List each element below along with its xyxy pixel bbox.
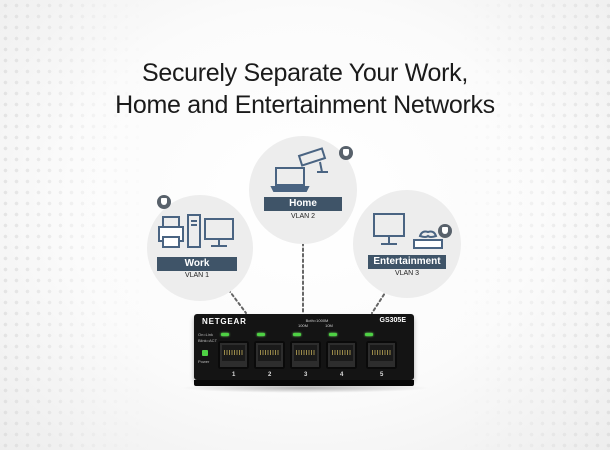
shield-icon	[438, 224, 452, 238]
work-vlan: VLAN 1	[184, 272, 210, 279]
port-number-5: 5	[380, 372, 384, 378]
entertainment-vlan: VLAN 3	[394, 270, 420, 277]
activity-legend: Blink=ACT	[198, 338, 218, 343]
ethernet-port-2	[254, 341, 285, 369]
ethernet-port-5	[366, 341, 397, 369]
port-1-led	[221, 333, 229, 336]
model-name: GS305E	[379, 317, 406, 324]
laptop-icon	[270, 167, 310, 192]
entertainment-label: Entertainment	[368, 255, 446, 269]
home-vlan: VLAN 2	[290, 213, 316, 220]
entertainment-devices	[373, 213, 443, 249]
ethernet-port-3	[290, 341, 321, 369]
port-number-2: 2	[268, 372, 272, 378]
brand-logo: NETGEAR	[202, 317, 247, 326]
work-label: Work	[157, 257, 237, 271]
headline-line-2: Home and Entertainment Networks	[115, 91, 495, 119]
desktop-tower-icon	[187, 214, 201, 248]
work-devices	[158, 214, 234, 248]
dot-pattern-left	[0, 0, 150, 450]
ethernet-port-1	[218, 341, 249, 369]
tv-icon	[373, 213, 405, 245]
home-devices	[270, 147, 328, 192]
headline-line-1: Securely Separate Your Work,	[141, 59, 469, 87]
home-label: Home	[264, 197, 342, 211]
power-led	[202, 350, 208, 356]
port-number-4: 4	[340, 372, 344, 378]
game-console-icon	[413, 230, 443, 249]
speed-legend-100m: 100M	[297, 323, 308, 328]
ethernet-port-4	[326, 341, 357, 369]
switch-shadow	[180, 383, 430, 393]
port-2-led	[257, 333, 265, 336]
network-switch: NETGEAR GS305E Both=1000M 100M 10M On=Li…	[194, 314, 414, 380]
port-3-led	[293, 333, 301, 336]
switch-base	[194, 380, 414, 386]
power-label: Power	[198, 359, 210, 364]
speed-legend-both: Both=1000M	[305, 318, 329, 323]
port-4-led	[329, 333, 337, 336]
port-5-led	[365, 333, 373, 336]
security-camera-icon	[297, 147, 328, 173]
port-number-1: 1	[232, 372, 236, 378]
monitor-icon	[204, 218, 234, 247]
shield-icon	[157, 195, 171, 209]
shield-icon	[339, 146, 353, 160]
printer-icon	[158, 216, 184, 248]
port-number-3: 3	[304, 372, 308, 378]
speed-legend-10m: 10M	[325, 323, 333, 328]
dot-pattern-right	[460, 0, 610, 450]
link-legend: On=Link	[198, 332, 214, 337]
